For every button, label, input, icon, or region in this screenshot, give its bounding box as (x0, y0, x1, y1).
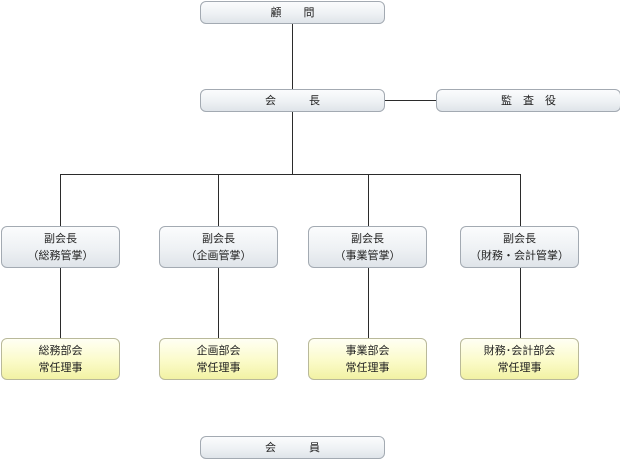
department-role: 常任理事 (497, 361, 542, 374)
auditor-label: 監 査 役 (501, 94, 556, 107)
connector-advisor-president (292, 23, 293, 89)
vice-president-title: 副会長 (503, 232, 536, 245)
department-role: 常任理事 (196, 361, 241, 374)
vice-president-scope: （総務管掌） (27, 249, 94, 262)
connector-president-trunk (292, 112, 293, 174)
connector-horizontal-bus (60, 174, 521, 175)
department-role: 常任理事 (345, 361, 390, 374)
connector-president-auditor (385, 100, 436, 101)
connector-vp1-dept1 (60, 268, 61, 338)
department-role: 常任理事 (38, 361, 83, 374)
vice-president-box-planning: 副会長 （企画管掌） (159, 226, 278, 268)
connector-bus-vp1 (60, 174, 61, 226)
department-box-general-affairs: 総務部会 常任理事 (1, 338, 120, 380)
department-name: 企画部会 (196, 344, 241, 357)
vice-president-title: 副会長 (44, 232, 77, 245)
vice-president-title: 副会長 (202, 232, 235, 245)
vice-president-box-operations: 副会長 （事業管掌） (308, 226, 427, 268)
department-name: 財務･会計部会 (483, 344, 556, 357)
connector-bus-vp2 (218, 174, 219, 226)
president-box: 会 長 (200, 89, 385, 112)
department-box-operations: 事業部会 常任理事 (308, 338, 427, 380)
advisor-box: 顧 問 (200, 1, 385, 24)
department-name: 総務部会 (38, 344, 83, 357)
vice-president-box-general-affairs: 副会長 （総務管掌） (1, 226, 120, 268)
vice-president-box-finance: 副会長 （財務・会計管掌） (460, 226, 579, 268)
advisor-label: 顧 問 (270, 6, 315, 19)
connector-vp3-dept3 (368, 268, 369, 338)
connector-bus-vp3 (368, 174, 369, 226)
vice-president-scope: （企画管掌） (185, 249, 252, 262)
auditor-box: 監 査 役 (436, 89, 620, 112)
department-box-finance: 財務･会計部会 常任理事 (460, 338, 579, 380)
vice-president-title: 副会長 (351, 232, 384, 245)
president-label: 会 長 (265, 94, 320, 107)
members-box: 会 員 (200, 436, 385, 459)
connector-vp2-dept2 (218, 268, 219, 338)
vice-president-scope: （財務・会計管掌） (470, 249, 569, 262)
department-box-planning: 企画部会 常任理事 (159, 338, 278, 380)
connector-vp4-dept4 (520, 268, 521, 338)
department-name: 事業部会 (345, 344, 390, 357)
vice-president-scope: （事業管掌） (334, 249, 401, 262)
connector-bus-vp4 (520, 174, 521, 226)
members-label: 会 員 (265, 441, 320, 454)
